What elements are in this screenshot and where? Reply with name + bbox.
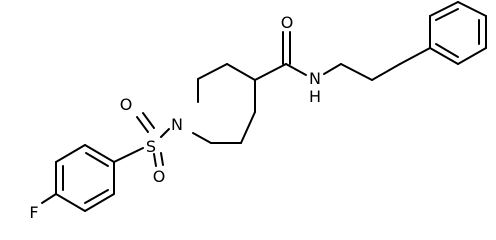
bond xyxy=(435,43,459,58)
piperidine-ring xyxy=(192,63,256,144)
bond xyxy=(136,116,149,133)
bond xyxy=(84,189,109,204)
atom-label-piperidine-nitrogen: N xyxy=(171,115,183,134)
bond xyxy=(435,8,459,21)
atom-label-sulfonyl-oxygen-top: O xyxy=(120,95,133,114)
bond xyxy=(85,152,109,167)
atom-label-amide-nitrogen: N xyxy=(309,69,321,88)
atom-label-amide-hydrogen: H xyxy=(309,87,321,106)
bond xyxy=(84,193,115,212)
phenyl-ring xyxy=(429,1,487,65)
bond xyxy=(323,63,342,75)
bond xyxy=(457,47,487,65)
molecule-drawing: O N H N S O O F xyxy=(29,1,487,222)
fluorophenyl-ring xyxy=(55,144,115,212)
bond xyxy=(160,128,170,138)
bond xyxy=(371,63,401,81)
bond xyxy=(197,63,228,80)
bond xyxy=(429,47,459,65)
bond xyxy=(160,152,164,166)
bond xyxy=(457,1,487,17)
bond xyxy=(41,193,57,204)
bond xyxy=(55,144,86,163)
bond xyxy=(55,193,86,212)
bond xyxy=(254,63,287,81)
atom-label-carbonyl-oxygen: O xyxy=(281,13,294,32)
bond xyxy=(226,63,256,81)
atom-label-fluorine: F xyxy=(29,203,38,222)
bond xyxy=(429,1,459,17)
bond xyxy=(399,47,431,65)
molecule-svg: O N H N S O O F xyxy=(29,1,487,222)
bond xyxy=(113,147,144,163)
atom-label-sulfur: S xyxy=(146,137,156,156)
bond xyxy=(285,63,307,76)
atom-label-sulfonyl-oxygen-bottom: O xyxy=(153,167,166,186)
bond xyxy=(240,111,256,144)
bond xyxy=(192,132,212,144)
bond xyxy=(142,112,155,129)
bond xyxy=(340,63,373,81)
bond xyxy=(84,144,115,163)
bond xyxy=(153,153,157,167)
